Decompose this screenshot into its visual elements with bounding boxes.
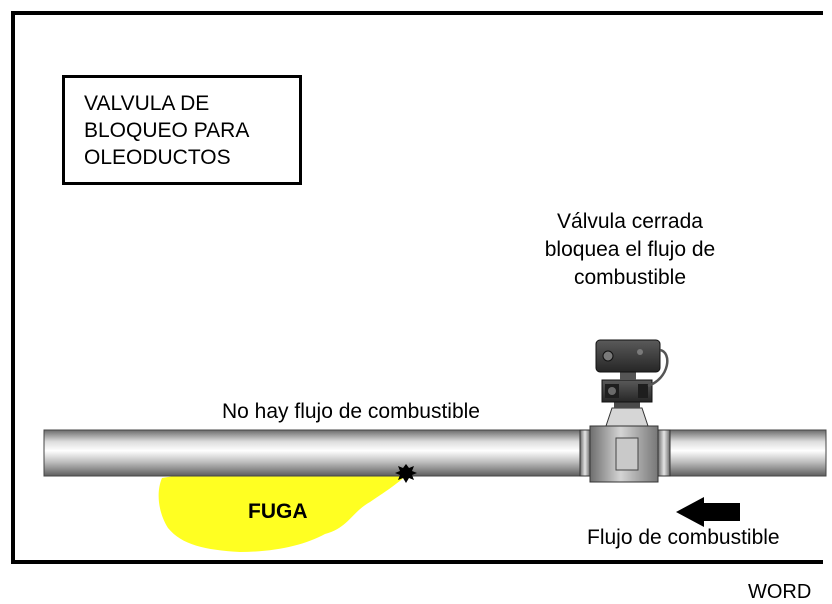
valve-caption-line-1: Válvula cerrada — [557, 210, 703, 233]
valve-caption-line-3: combustible — [573, 266, 687, 289]
pipe-right — [669, 429, 827, 477]
no-flow-label: No hay flujo de combustible — [222, 400, 480, 423]
leak-label: FUGA — [248, 500, 308, 523]
title-line-1: VALVULA DE — [84, 92, 210, 115]
diagram-frame — [11, 11, 823, 564]
title-line-2: BLOQUEO PARA — [84, 119, 250, 142]
shutoff-valve — [579, 339, 671, 483]
diagram-title-box: VALVULA DE BLOQUEO PARA OLEODUCTOS — [62, 75, 302, 185]
corner-label: WORD — [748, 581, 812, 603]
leak-blob — [158, 469, 410, 552]
valve-caption: Válvula cerrada bloquea el flujo de comb… — [490, 208, 770, 292]
flow-arrow-icon — [676, 497, 740, 527]
title-line-3: OLEODUCTOS — [84, 146, 231, 169]
flow-direction-label: Flujo de combustible — [587, 526, 780, 549]
valve-caption-line-2: bloquea el flujo de — [544, 238, 716, 261]
pipe-left — [43, 429, 581, 477]
leak-burst-icon — [395, 464, 417, 483]
